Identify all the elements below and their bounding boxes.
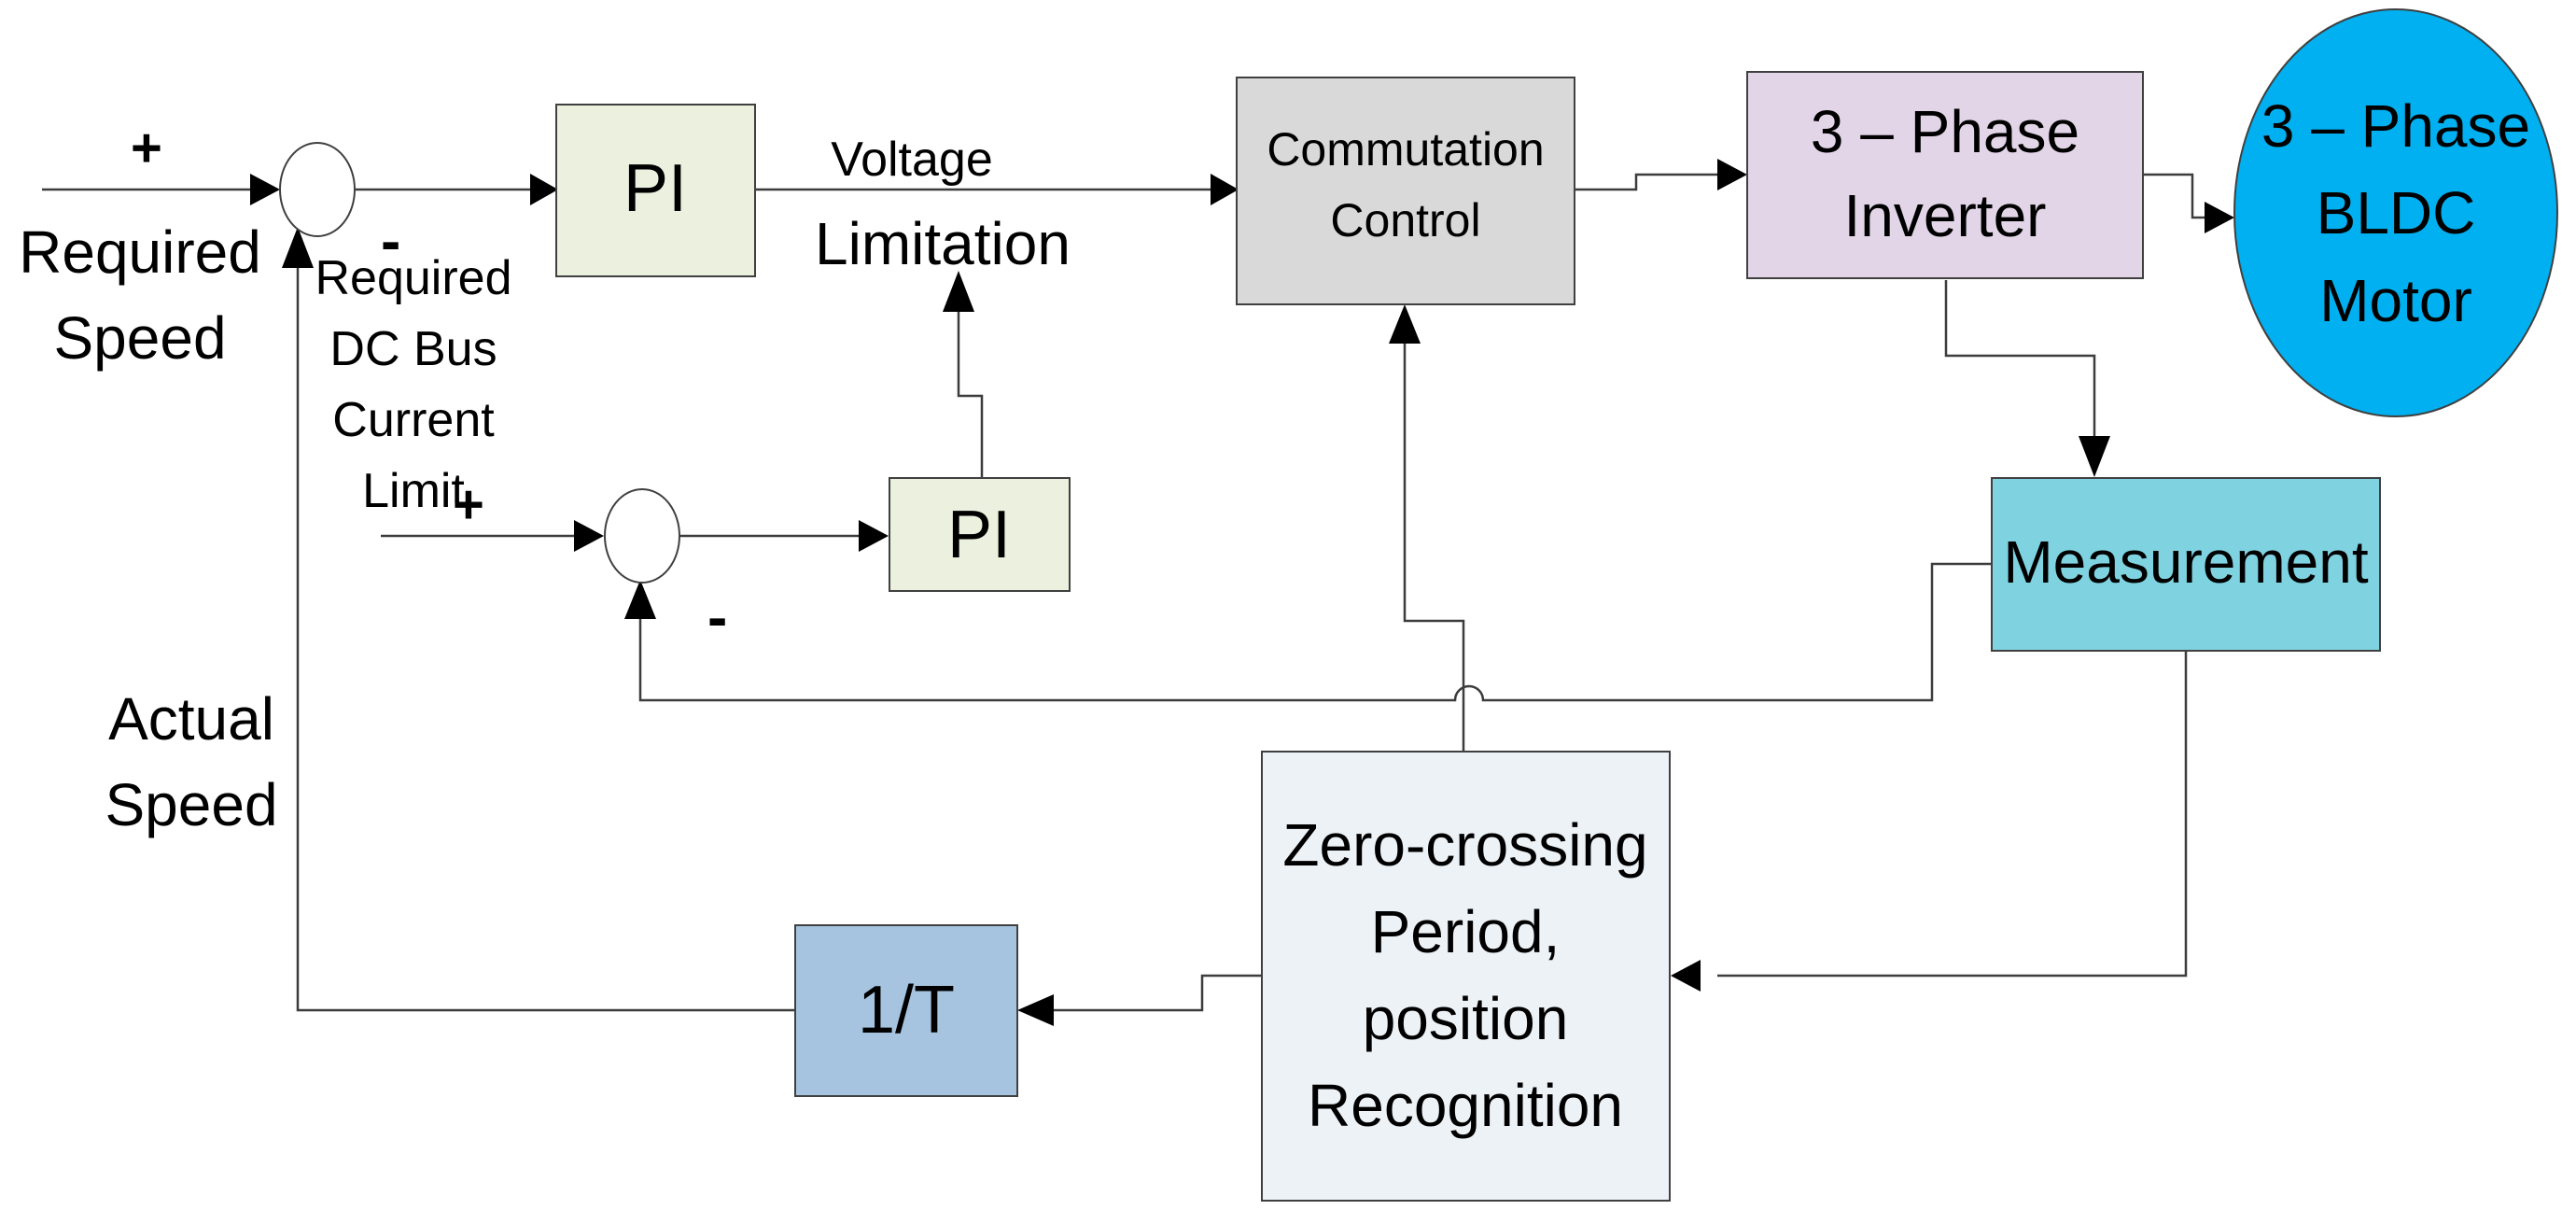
pi-speed-controller: PI — [555, 104, 756, 277]
wire-measurement-to-zero-crossing — [1717, 652, 2188, 978]
measurement-label: Measurement — [2003, 528, 2369, 596]
summing-junction-speed — [279, 142, 356, 237]
wire-zero-crossing-to-inverse-t — [1054, 974, 1262, 1012]
wire-pi-to-limitation — [957, 312, 984, 478]
dc-bus-line-3: Current — [332, 393, 495, 447]
zero-crossing-line-3: position — [1363, 985, 1569, 1052]
dc-bus-line-4: Limit — [362, 464, 465, 518]
motor-line-1: 3 – Phase — [2261, 92, 2530, 160]
commutation-line-1: Commutation — [1267, 123, 1544, 176]
arrowhead-motor-input — [2205, 202, 2234, 233]
dc-bus-line-2: DC Bus — [329, 322, 497, 376]
zero-crossing-line-1: Zero-crossing — [1282, 811, 1647, 879]
arrowhead-sum2-input — [574, 520, 604, 552]
inverter-line-1: 3 – Phase — [1811, 98, 2079, 165]
wire-inverter-to-measurement — [1944, 280, 2096, 436]
arrowhead-commutation-feedback — [1389, 304, 1421, 344]
bldc-motor: 3 – Phase BLDC Motor — [2233, 8, 2558, 417]
arrowhead-limitation-input — [943, 271, 974, 312]
inverter-line-2: Inverter — [1844, 182, 2047, 249]
wires — [42, 173, 2214, 1012]
actual-speed-line-2: Speed — [105, 771, 277, 838]
voltage-label: Voltage — [831, 133, 993, 187]
summing-junction-current — [604, 488, 680, 584]
dc-bus-limit-label: Required DC Bus Current Limit — [315, 251, 511, 518]
arrowhead-pi-current-input — [859, 520, 889, 552]
sum2-minus-sign: - — [707, 584, 727, 651]
motor-line-3: Motor — [2319, 267, 2472, 334]
commutation-line-2: Control — [1330, 194, 1480, 246]
zero-crossing-line-2: Period, — [1371, 898, 1561, 965]
inverse-t-label: 1/T — [858, 973, 955, 1048]
arrowhead-commutation-input — [1211, 174, 1239, 205]
dc-bus-line-1: Required — [315, 251, 511, 305]
required-speed-line-2: Speed — [53, 304, 226, 372]
arrowhead-measurement-input — [2079, 436, 2110, 477]
wire-actual-speed-feedback — [296, 268, 795, 1012]
actual-speed-label: Actual Speed — [105, 685, 277, 838]
zero-crossing-line-4: Recognition — [1308, 1072, 1623, 1139]
sum1-minus-sign: - — [381, 207, 400, 274]
measurement-block: Measurement — [1991, 477, 2381, 652]
inverse-t-block: 1/T — [794, 924, 1018, 1097]
pi-speed-label: PI — [623, 151, 687, 226]
arrowhead-sum1-feedback — [282, 227, 314, 268]
arrowhead-pi-speed-input — [530, 174, 558, 205]
inverter-block: 3 – Phase Inverter — [1746, 71, 2144, 279]
arrowhead-inverse-t-input — [1017, 994, 1054, 1026]
wire-commutation-to-inverter — [1575, 173, 1717, 191]
wire-measurement-to-sum2 — [638, 562, 1991, 702]
actual-speed-line-1: Actual — [108, 685, 274, 753]
pi-current-label: PI — [947, 498, 1011, 572]
motor-line-2: BLDC — [2317, 179, 2476, 246]
arrowhead-inverter-input — [1717, 159, 1747, 190]
zero-crossing-block: Zero-crossing Period, position Recogniti… — [1261, 751, 1671, 1202]
required-speed-line-1: Required — [19, 218, 261, 286]
pi-current-controller: PI — [889, 477, 1071, 592]
arrowhead-zero-crossing-input — [1671, 960, 1701, 992]
limitation-label: Limitation — [815, 210, 1071, 277]
commutation-control-block: Commutation Control — [1236, 77, 1575, 305]
required-speed-label: Required Speed — [19, 218, 261, 372]
sum1-plus-sign: + — [131, 118, 162, 178]
wire-inverter-to-motor — [2144, 173, 2214, 219]
wire-zero-crossing-to-commutation — [1403, 344, 1465, 752]
arrowhead-sum1-input — [250, 174, 280, 205]
sum2-plus-sign: + — [453, 474, 484, 535]
arrowhead-sum2-feedback — [624, 580, 656, 619]
arrowheads — [250, 159, 2234, 1026]
